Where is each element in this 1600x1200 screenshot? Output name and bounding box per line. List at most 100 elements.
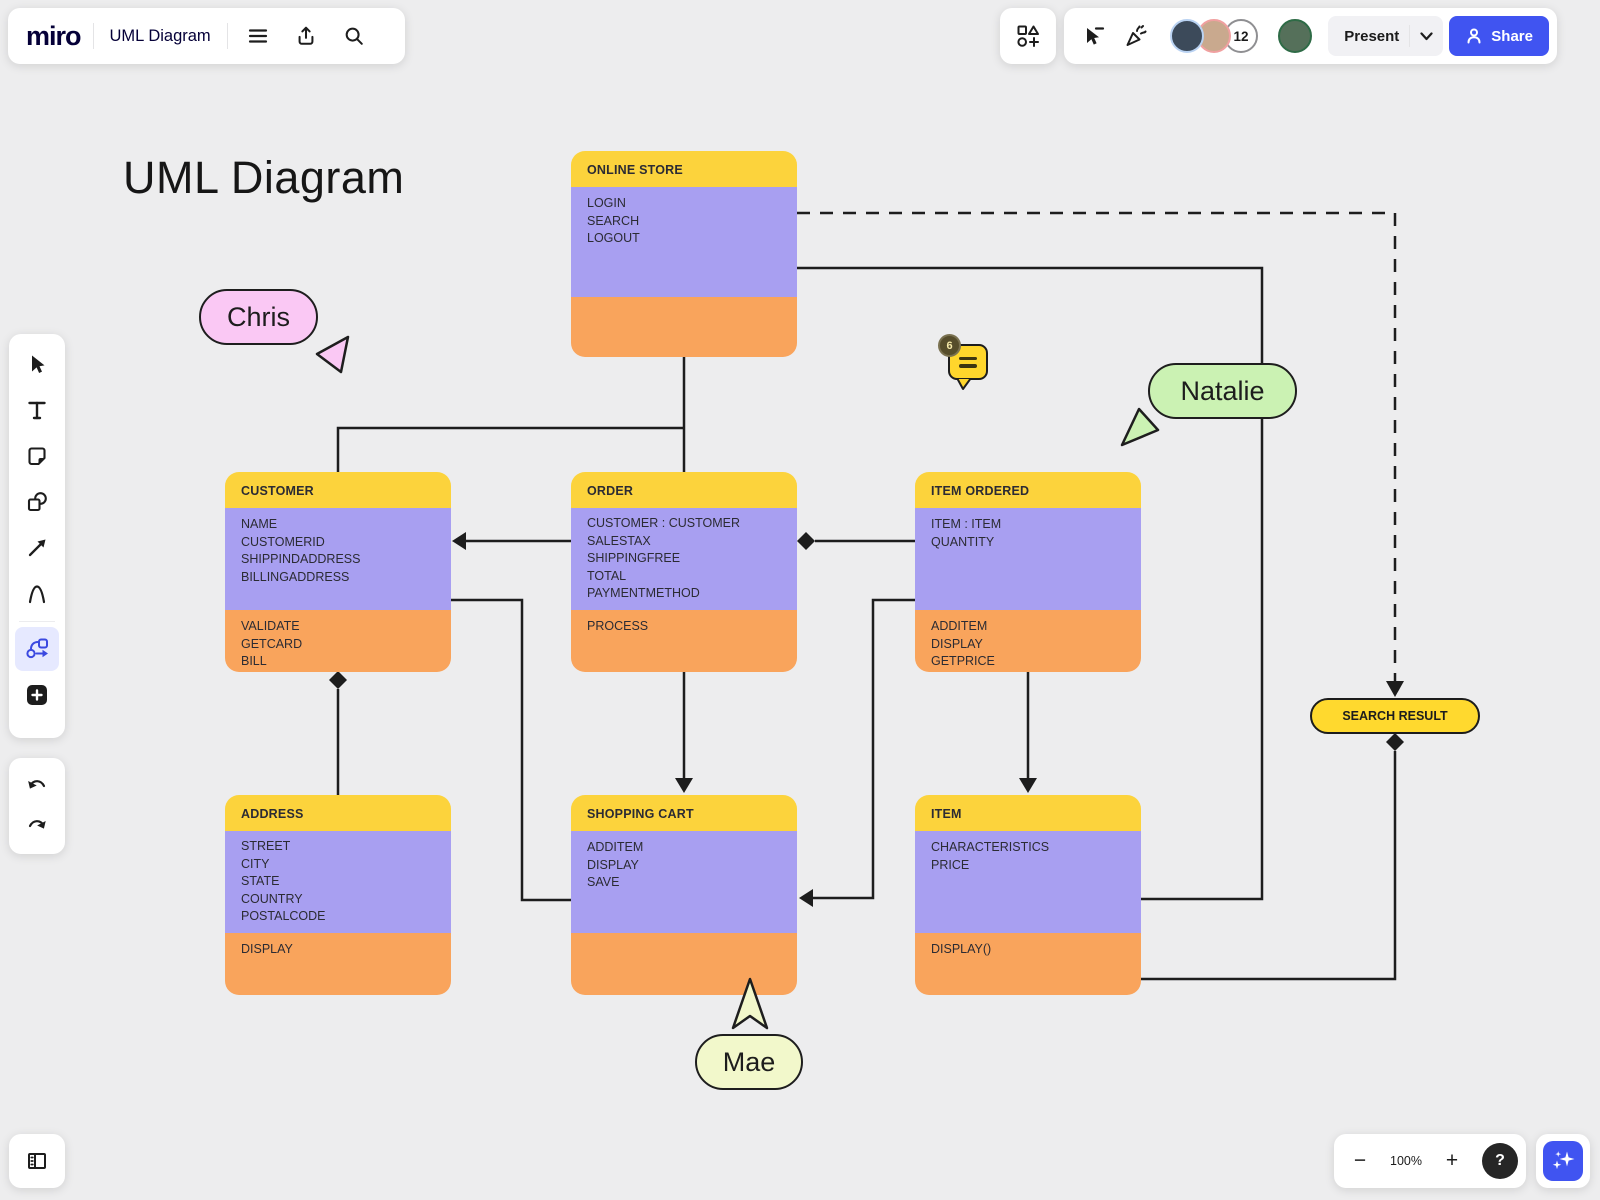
zoom-level[interactable]: 100%: [1390, 1154, 1422, 1168]
class-methods: VALIDATE GETCARD BILL: [225, 610, 451, 672]
redo-button[interactable]: [19, 809, 55, 843]
more-tools-button[interactable]: [15, 673, 59, 717]
text-icon: [28, 401, 46, 420]
class-attribute: LOGOUT: [587, 231, 640, 245]
class-method: BILL: [241, 654, 267, 668]
connector-tool-button[interactable]: [15, 526, 59, 570]
connector-order-customer-arrow[interactable]: [452, 532, 571, 550]
class-attribute: STATE: [241, 874, 280, 888]
avatar-current-user[interactable]: [1278, 19, 1312, 53]
shapes-tool-button[interactable]: [15, 480, 59, 524]
main-menu-button[interactable]: [240, 18, 276, 54]
text-tool-button[interactable]: [15, 388, 59, 432]
comment-count-badge: 6: [938, 334, 961, 357]
plus-square-icon: [27, 685, 47, 705]
select-tool-button[interactable]: [15, 342, 59, 386]
add-shapes-panel: [1000, 8, 1056, 64]
connector-itemordered-order-diamond[interactable]: [797, 532, 915, 550]
pen-tool-button[interactable]: [15, 572, 59, 616]
cursor-label-natalie: Natalie: [1148, 363, 1297, 419]
class-box-shopping-cart[interactable]: SHOPPING CART ADDITEM DISPLAY SAVE: [571, 795, 797, 995]
class-name: SHOPPING CART: [571, 795, 797, 831]
class-attribute: QUANTITY: [931, 534, 995, 549]
connector-onlinestore-customer[interactable]: [336, 426, 684, 472]
person-icon: [1467, 28, 1481, 44]
cursor-name: Natalie: [1180, 375, 1265, 406]
class-attributes: ITEM : ITEM QUANTITY: [915, 508, 1141, 610]
avatar-user-1[interactable]: [1170, 19, 1204, 53]
export-button[interactable]: [288, 18, 324, 54]
cursor-name: Chris: [226, 301, 290, 332]
comment-thread[interactable]: 6: [938, 334, 994, 390]
cursor-pointer-mae: [731, 977, 769, 1030]
class-attributes: CHARACTERISTICS PRICE: [915, 831, 1141, 933]
class-box-online-store[interactable]: ONLINE STORE LOGIN SEARCH LOGOUT: [571, 151, 797, 357]
connector-onlinestore-searchresult-dashed[interactable]: [797, 211, 1404, 697]
class-name: CUSTOMER: [225, 472, 451, 508]
present-button[interactable]: Present: [1328, 16, 1444, 56]
cursor-name: Mae: [722, 1046, 776, 1077]
connector-order-shoppingcart-arrow[interactable]: [675, 672, 693, 793]
collaborator-count-badge[interactable]: 12: [1224, 19, 1258, 53]
connector-onlinestore-item[interactable]: [797, 266, 1264, 901]
zoom-controls: − 100% + ?: [1334, 1134, 1526, 1188]
class-method: ADDITEM: [931, 619, 988, 633]
cursors-toggle-button[interactable]: [1076, 18, 1112, 54]
reactions-button[interactable]: [1118, 18, 1154, 54]
class-name: ITEM: [915, 795, 1141, 831]
search-result-label: SEARCH RESULT: [1342, 709, 1448, 723]
divider: [19, 621, 55, 622]
class-attribute: SEARCH: [587, 213, 640, 228]
class-name: ONLINE STORE: [571, 151, 797, 187]
undo-icon: [28, 780, 46, 789]
select-cursor-icon: [32, 355, 45, 373]
comment-bubble-tail: [956, 378, 972, 390]
sparkles-icon: [1552, 1151, 1575, 1170]
class-method: DISPLAY: [931, 636, 983, 651]
class-method: VALIDATE: [241, 619, 300, 633]
hamburger-icon: [248, 29, 267, 43]
search-button[interactable]: [336, 18, 372, 54]
help-button[interactable]: ?: [1481, 1143, 1518, 1179]
connector-customer-address-diamond[interactable]: [329, 671, 347, 795]
class-box-customer[interactable]: CUSTOMER NAME CUSTOMERID SHIPPINDADDRESS…: [225, 472, 451, 672]
board-title[interactable]: UML Diagram: [109, 26, 211, 45]
class-attribute: SALESTAX: [587, 533, 651, 548]
class-attribute: NAME: [241, 517, 278, 531]
class-methods: DISPLAY: [225, 933, 451, 995]
sticky-note-tool-button[interactable]: [15, 434, 59, 478]
class-box-order[interactable]: ORDER CUSTOMER : CUSTOMER SALESTAX SHIPP…: [571, 472, 797, 672]
canvas-title-text[interactable]: UML Diagram: [123, 152, 405, 203]
diagramming-tool-button-selected[interactable]: [15, 627, 59, 671]
class-attribute: LOGIN: [587, 196, 626, 210]
connector-searchresult-item-diamond[interactable]: [1141, 733, 1404, 981]
class-attribute: ADDITEM: [587, 840, 644, 854]
connector-itemordered-shoppingcart-arrow[interactable]: [799, 598, 915, 907]
class-methods: [571, 933, 797, 995]
zoom-in-button[interactable]: +: [1445, 1149, 1459, 1172]
add-shapes-button[interactable]: [1010, 18, 1046, 54]
undo-button[interactable]: [19, 769, 55, 803]
miro-logo[interactable]: miro: [26, 20, 82, 51]
share-button[interactable]: Share: [1449, 16, 1549, 56]
class-attribute: COUNTRY: [241, 891, 303, 906]
zoom-out-button[interactable]: −: [1353, 1149, 1367, 1172]
cursor-label-mae: Mae: [695, 1034, 803, 1090]
search-result-node[interactable]: SEARCH RESULT: [1310, 698, 1480, 734]
class-attribute: SHIPPINDADDRESS: [241, 552, 361, 566]
class-box-address[interactable]: ADDRESS STREET CITY STATE COUNTRY POSTAL…: [225, 795, 451, 995]
class-attribute: DISPLAY: [587, 857, 639, 872]
chevron-down-icon: [1420, 31, 1433, 40]
app-header: miro UML Diagram: [8, 8, 405, 64]
connector-customer-shoppingcart[interactable]: [451, 598, 571, 902]
frames-panel-button[interactable]: [19, 1143, 55, 1179]
cursor-pointer-chris: [315, 335, 350, 374]
class-box-item-ordered[interactable]: ITEM ORDERED ITEM : ITEM QUANTITY ADDITE…: [915, 472, 1141, 672]
class-attribute: CUSTOMERID: [241, 534, 325, 549]
connector-itemordered-item-arrow[interactable]: [1019, 672, 1037, 793]
sidebar-panel-icon: [28, 1153, 46, 1169]
ai-assist-button[interactable]: [1543, 1141, 1583, 1181]
class-box-item[interactable]: ITEM CHARACTERISTICS PRICE DISPLAY(): [915, 795, 1141, 995]
cursor-label-chris: Chris: [199, 289, 318, 345]
